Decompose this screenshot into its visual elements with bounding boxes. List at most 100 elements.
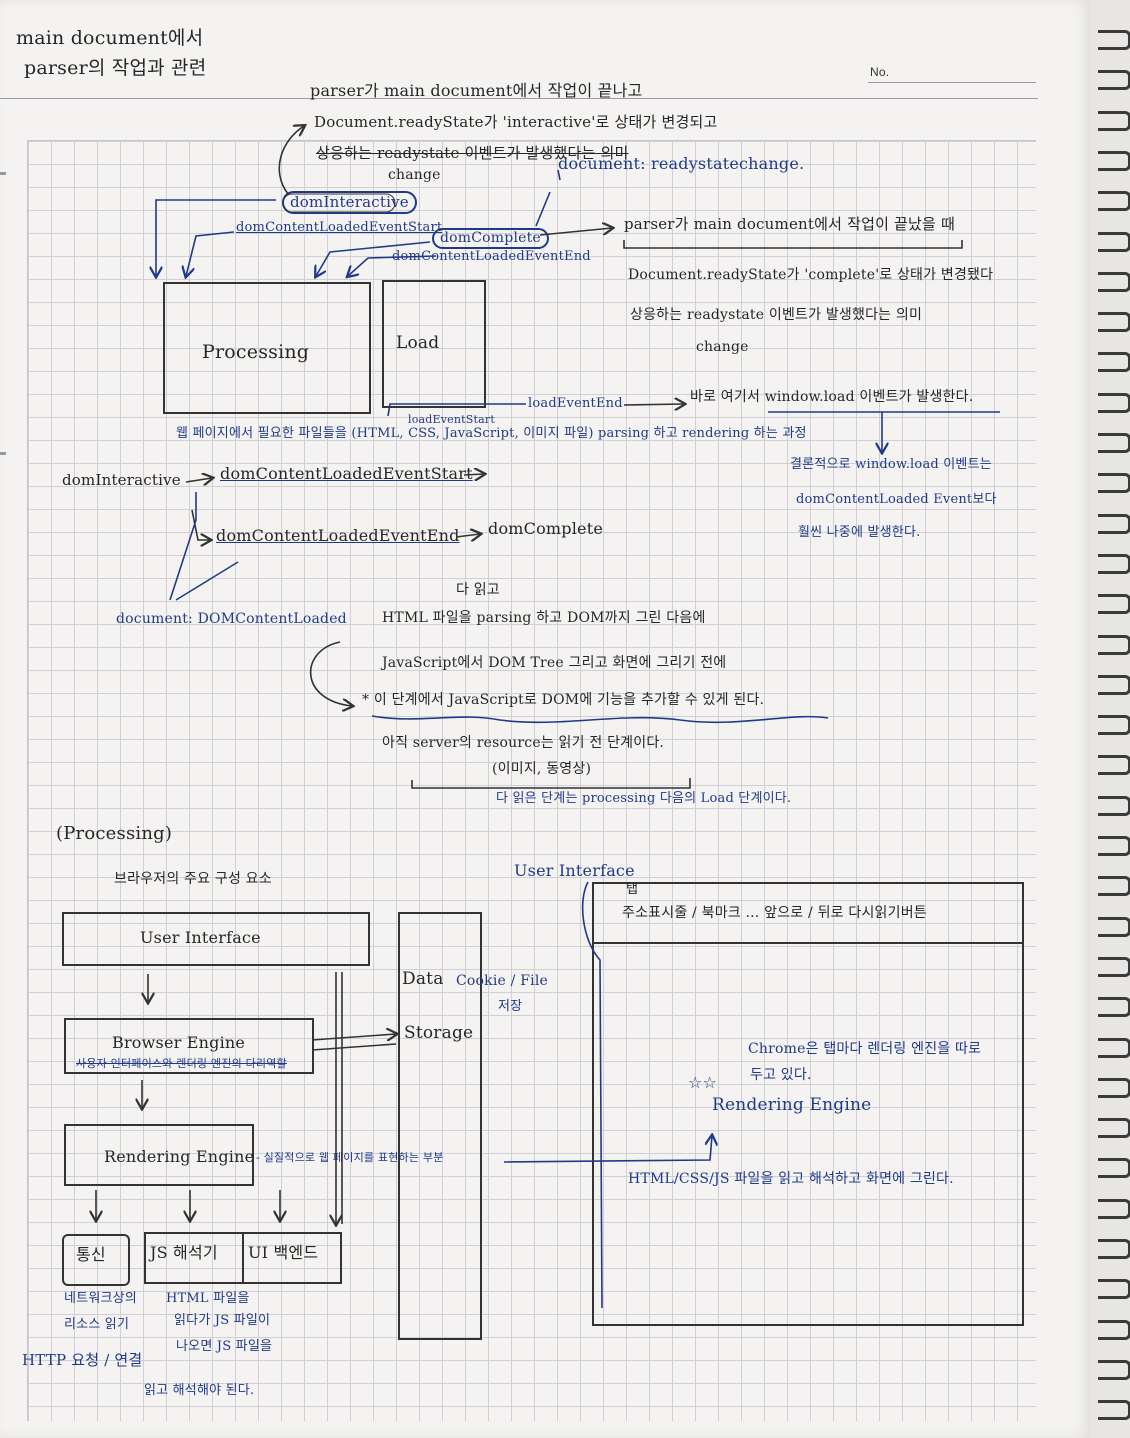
spiral-ring bbox=[1098, 594, 1130, 615]
star-icon: ☆☆ bbox=[688, 1073, 718, 1092]
seq-dom-complete: domComplete bbox=[488, 519, 604, 538]
spiral-ring bbox=[1098, 795, 1130, 816]
spiral-ring bbox=[1098, 191, 1130, 212]
page-title-line1: main document에서 bbox=[16, 27, 204, 49]
result-line1: 결론적으로 window.load 이벤트는 bbox=[790, 457, 992, 472]
dcl-line6: 다 읽은 단계는 processing 다음의 Load 단계이다. bbox=[496, 791, 792, 806]
spiral-ring bbox=[1098, 997, 1130, 1018]
network-note2: 리소스 읽기 bbox=[64, 1317, 130, 1332]
rendering-engine-box bbox=[64, 1124, 254, 1186]
result-line2: domContentLoaded Event보다 bbox=[796, 492, 997, 507]
spiral-ring bbox=[1098, 352, 1130, 373]
browser-toolbar-divider bbox=[592, 942, 1022, 944]
dcl-line5: (이미지, 동영상) bbox=[492, 761, 592, 777]
dcl-line4: 아직 server의 resource는 읽기 전 단계이다. bbox=[382, 735, 665, 751]
spiral-ring bbox=[1098, 634, 1130, 655]
load-box-label: Load bbox=[396, 333, 440, 353]
browser-rendering-engine-label: Rendering Engine bbox=[712, 1095, 872, 1115]
seq-dcl-end: domContentLoadedEventEnd bbox=[216, 526, 460, 545]
network-label: 통신 bbox=[76, 1245, 106, 1264]
spiral-ring bbox=[1098, 110, 1130, 131]
ui-component-label: User Interface bbox=[140, 928, 261, 947]
dcl-event-end-label: domContentLoadedEventEnd bbox=[392, 249, 591, 264]
browser-engine-note: 사용자 인터페이스와 렌더링 엔진의 다리역할 bbox=[76, 1057, 287, 1070]
processing-box-label: Processing bbox=[202, 341, 310, 363]
ui-backend-box bbox=[242, 1232, 342, 1284]
spiral-ring bbox=[1098, 231, 1130, 252]
page-title-line2: parser의 작업과 관련 bbox=[24, 57, 207, 79]
load-box bbox=[382, 280, 486, 408]
browser-engine-label: Browser Engine bbox=[112, 1033, 246, 1052]
spiral-ring bbox=[1098, 473, 1130, 494]
spiral-ring bbox=[1098, 312, 1130, 333]
spiral-ring bbox=[1098, 392, 1130, 413]
page-number-rule bbox=[868, 82, 1036, 83]
window-load-note: 바로 여기서 window.load 이벤트가 발생한다. bbox=[690, 389, 974, 405]
spiral-ring bbox=[1098, 876, 1130, 897]
complete-change-label: change bbox=[696, 339, 749, 355]
rendering-engine-label: Rendering Engine bbox=[104, 1147, 255, 1166]
processing-box bbox=[163, 282, 371, 414]
js-note3: 나오면 JS 파일을 bbox=[176, 1339, 273, 1354]
read-all-note: 다 읽고 bbox=[456, 582, 500, 598]
spiral-ring bbox=[1098, 1037, 1130, 1058]
dcl-event-start-label: domContentLoadedEventStart bbox=[236, 220, 443, 235]
spiral-ring bbox=[1098, 1198, 1130, 1219]
readystatechange-event: document: readystatechange. bbox=[558, 154, 805, 173]
ui-backend-label: UI 백엔드 bbox=[248, 1243, 319, 1262]
spiral-ring bbox=[1098, 70, 1130, 91]
page-number-label: No. bbox=[870, 65, 890, 79]
processing-description: 웹 페이지에서 필요한 파일들을 (HTML, CSS, JavaScript,… bbox=[176, 426, 807, 441]
complete-state-line: Document.readyState가 'complete'로 상태가 변경됐… bbox=[628, 267, 994, 283]
load-event-end-label: loadEventEnd bbox=[528, 396, 623, 411]
network-note1: 네트워크상의 bbox=[64, 1291, 137, 1306]
spiral-ring bbox=[1098, 1319, 1130, 1340]
spiral-ring bbox=[1098, 1279, 1130, 1300]
spiral-ring bbox=[1098, 1077, 1130, 1098]
network-note3: HTTP 요청 / 연결 bbox=[22, 1351, 143, 1369]
cookie-file-label: Cookie / File bbox=[456, 973, 548, 989]
spiral-ring bbox=[1098, 553, 1130, 574]
dcl-line3: * 이 단계에서 JavaScript로 DOM에 기능을 추가할 수 있게 된… bbox=[362, 692, 765, 708]
spiral-ring bbox=[1098, 30, 1130, 50]
seq-dom-interactive: domInteractive bbox=[62, 471, 181, 489]
dcl-line2: JavaScript에서 DOM Tree 그리고 화면에 그리기 전에 bbox=[382, 655, 727, 671]
browser-window-sketch bbox=[592, 882, 1024, 1326]
spiral-ring bbox=[1098, 513, 1130, 534]
ui-component-box bbox=[62, 912, 370, 966]
spiral-ring bbox=[1098, 271, 1130, 292]
dom-complete-bubble: domComplete bbox=[432, 228, 549, 250]
interactive-state-line2: 상응하는 readystate 이벤트가 발생했다는 의미 bbox=[316, 144, 629, 162]
spiral-ring bbox=[1098, 755, 1130, 776]
spiral-ring bbox=[1098, 674, 1130, 695]
html-note: HTML/CSS/JS 파일을 읽고 해석하고 화면에 그린다. bbox=[628, 1171, 954, 1187]
processing-section-heading: (Processing) bbox=[56, 823, 173, 844]
data-storage-label1: Data bbox=[402, 969, 444, 989]
browser-ui-label: User Interface bbox=[514, 861, 635, 880]
spiral-ring bbox=[1098, 1118, 1130, 1139]
dcl-event-label: document: DOMContentLoaded bbox=[116, 611, 347, 627]
spiral-ring bbox=[1098, 150, 1130, 171]
spiral-ring bbox=[1098, 715, 1130, 736]
data-storage-box bbox=[398, 912, 482, 1340]
seq-dcl-start: domContentLoadedEventStart bbox=[220, 464, 473, 483]
spiral-ring bbox=[1098, 1400, 1130, 1421]
complete-state-line2: 상응하는 readystate 이벤트가 발생했다는 의미 bbox=[630, 307, 923, 323]
spiral-ring bbox=[1098, 1239, 1130, 1259]
spiral-ring bbox=[1098, 1359, 1130, 1380]
header-rule bbox=[0, 98, 1038, 99]
js-interpreter-label: JS 해석기 bbox=[150, 1243, 218, 1262]
chrome-note2: 두고 있다. bbox=[750, 1067, 812, 1083]
spiral-ring bbox=[1098, 916, 1130, 937]
complete-heading: parser가 main document에서 작업이 끝났을 때 bbox=[624, 215, 956, 233]
network-box bbox=[62, 1234, 130, 1286]
save-label: 저장 bbox=[498, 999, 523, 1014]
spiral-ring bbox=[1098, 836, 1130, 856]
js-note1: HTML 파일을 bbox=[166, 1291, 250, 1306]
graph-paper-grid bbox=[27, 140, 1036, 1421]
data-storage-label2: Storage bbox=[404, 1023, 474, 1043]
change-label: change bbox=[388, 167, 441, 183]
js-note4: 읽고 해석해야 된다. bbox=[144, 1383, 255, 1398]
js-note2: 읽다가 JS 파일이 bbox=[174, 1313, 271, 1328]
